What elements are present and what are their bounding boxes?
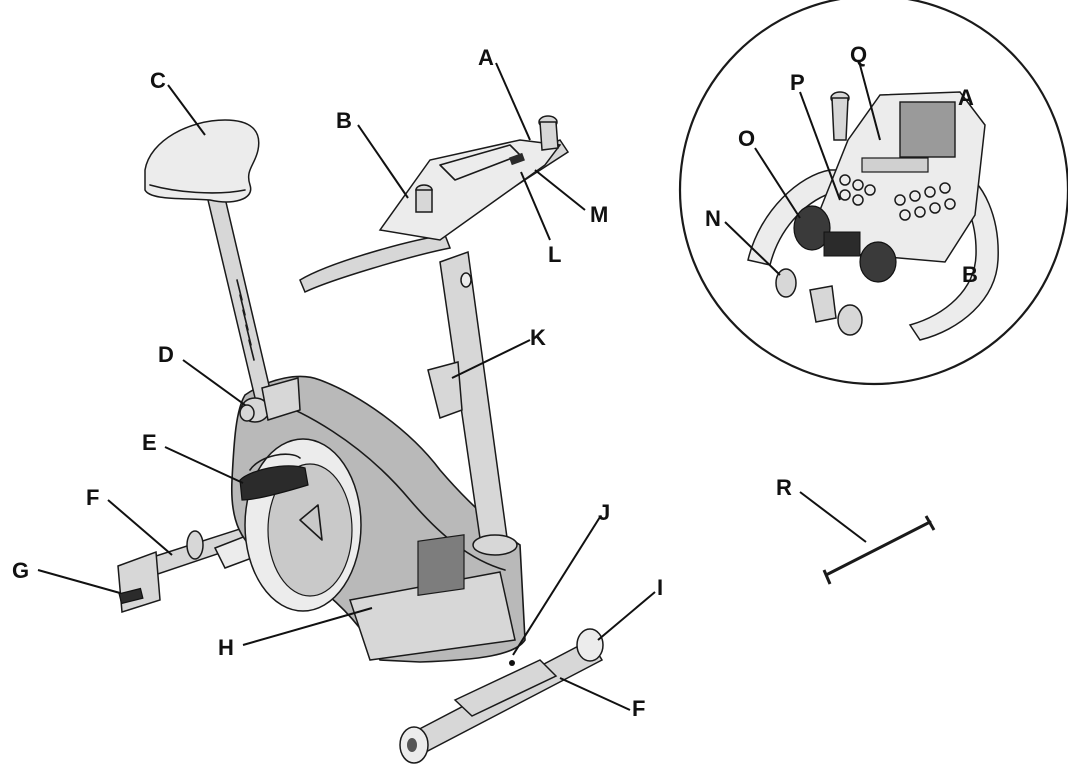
handlebar-console <box>299 115 570 294</box>
inset-callout-o: O <box>738 126 755 151</box>
inset-callout-labels: Q A P O N B <box>705 42 978 287</box>
callout-labels: A B C D E F G H I J K L M F R <box>12 45 792 721</box>
callout-r: R <box>776 475 792 500</box>
part-r-rod <box>799 491 936 585</box>
callout-f-front: F <box>632 696 645 721</box>
inset-callout-b: B <box>962 262 978 287</box>
bike-illustration <box>117 115 604 764</box>
callout-k: K <box>530 325 546 350</box>
callout-leaders <box>37 62 656 711</box>
console-detail-inset: Q A P O N B <box>678 0 1068 386</box>
callout-f-rear: F <box>86 485 99 510</box>
inset-callout-p: P <box>790 70 805 95</box>
inset-console <box>775 91 986 336</box>
vent-grille <box>417 534 465 596</box>
callout-a: A <box>478 45 494 70</box>
upright-column <box>427 250 518 556</box>
front-stabilizer <box>399 628 604 764</box>
inset-console-buttons <box>839 174 956 221</box>
callout-l: L <box>548 242 561 267</box>
seat-assembly <box>144 119 301 423</box>
callout-g: G <box>12 558 29 583</box>
callout-e: E <box>142 430 157 455</box>
inset-callout-q: Q <box>850 42 867 67</box>
callout-j: J <box>598 500 610 525</box>
pedal <box>239 453 309 501</box>
bike-frame-housing <box>230 375 526 663</box>
callout-d: D <box>158 342 174 367</box>
inset-callout-a: A <box>958 85 974 110</box>
callout-m: M <box>590 202 608 227</box>
inset-leaders <box>724 64 881 276</box>
callout-h: H <box>218 635 234 660</box>
callout-i: I <box>657 575 663 600</box>
callout-c: C <box>150 68 166 93</box>
callout-b: B <box>336 108 352 133</box>
inset-callout-n: N <box>705 206 721 231</box>
